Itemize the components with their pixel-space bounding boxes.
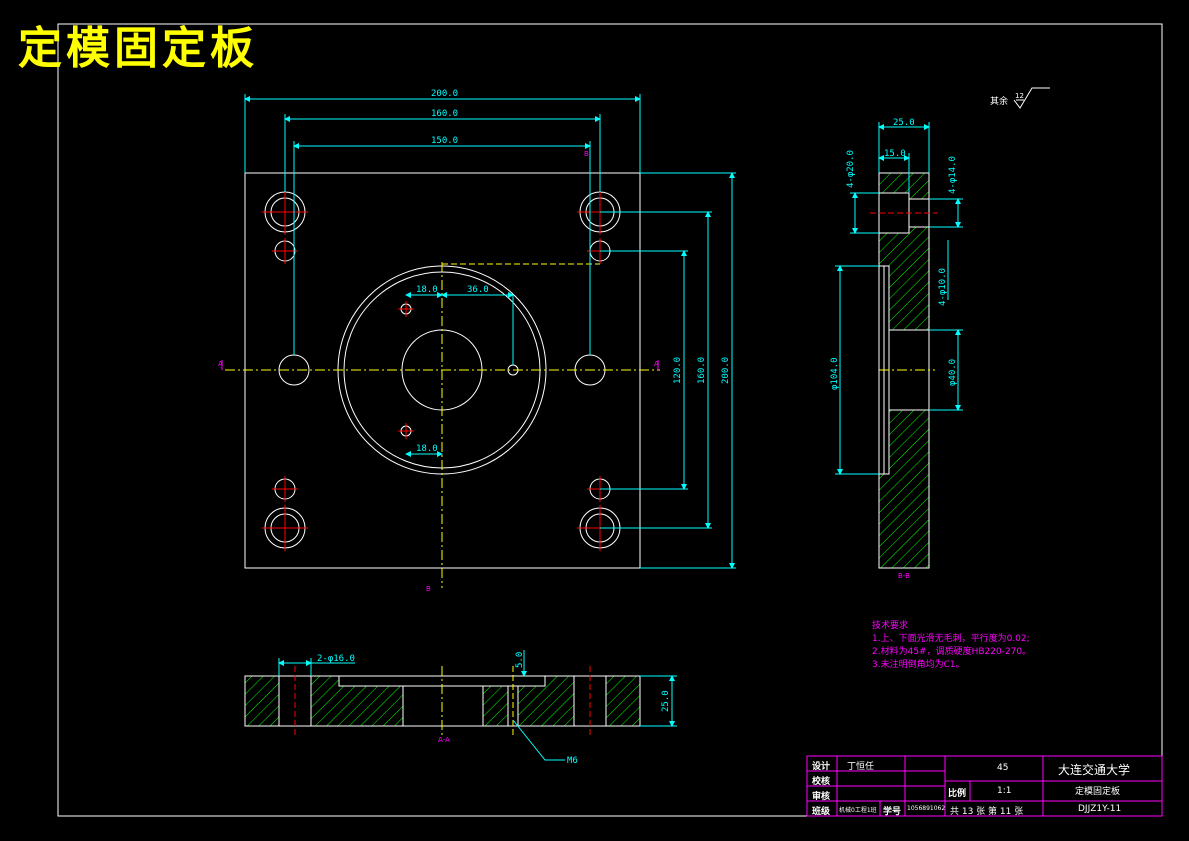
dim-phi104: φ104.0 — [830, 357, 840, 390]
svg-text:A: A — [218, 360, 223, 368]
dim-15: 15.0 — [884, 149, 906, 159]
section-markers: A A B B — [218, 150, 659, 593]
dim-4-phi10: 4-φ10.0 — [938, 268, 948, 306]
svg-text:B: B — [426, 585, 431, 593]
dim-150-width: 150.0 — [431, 136, 458, 146]
roughness-symbol: 其余 12 — [990, 87, 1050, 109]
top-view: 200.0 160.0 150.0 18.0 36.0 18.0 120.0 1… — [218, 89, 736, 593]
scale-label: 比例 — [948, 789, 967, 799]
side-view: 25.0 15.0 4-φ20.0 4-φ14.0 4-φ10.0 φ104.0… — [830, 118, 963, 580]
drawing-frame — [57, 23, 1163, 817]
dim-4-phi20: 4-φ20.0 — [846, 150, 856, 188]
scale-value: 1:1 — [997, 786, 1012, 796]
svg-text:其余: 其余 — [990, 95, 1008, 107]
id-value: 1056891062 — [907, 805, 946, 812]
sheet-count: 共 13 张 第 11 张 — [950, 807, 1024, 817]
design-label: 设计 — [812, 762, 831, 772]
svg-text:A: A — [654, 360, 659, 368]
dim-200-height: 200.0 — [721, 357, 731, 384]
dim-25-bottom: 25.0 — [661, 690, 671, 712]
drawing-number: DJJZ1Y-11 — [1078, 804, 1122, 814]
tech-heading: 技术要求 — [872, 621, 909, 631]
dim-18-top: 18.0 — [416, 285, 438, 295]
side-view-dim-texts: 25.0 15.0 4-φ20.0 4-φ14.0 4-φ10.0 φ104.0… — [830, 118, 958, 390]
tech-item-2: 2.材料为45#，调质硬度HB220-270。 — [872, 647, 1032, 657]
dim-160-width: 160.0 — [431, 109, 458, 119]
dim-18-bottom: 18.0 — [416, 444, 438, 454]
bottom-view: 2-φ16.0 5.0 25.0 M6 A-A — [244, 650, 677, 766]
dim-4-phi14: 4-φ14.0 — [948, 156, 958, 194]
tech-item-1: 1.上、下面光滑无毛刺，平行度为0.02; — [872, 634, 1030, 644]
dim-160-height: 160.0 — [697, 357, 707, 384]
dim-5: 5.0 — [515, 652, 525, 668]
tech-item-3: 3.未注明倒角均为C1。 — [872, 660, 965, 670]
technical-requirements: 技术要求 1.上、下面光滑无毛刺，平行度为0.02; 2.材料为45#，调质硬度… — [872, 620, 1031, 672]
dim-120-height: 120.0 — [673, 357, 683, 384]
top-view-dim-texts: 200.0 160.0 150.0 18.0 36.0 18.0 120.0 1… — [416, 89, 731, 454]
check-label: 校核 — [812, 777, 831, 787]
university-name: 大连交通大学 — [1058, 763, 1131, 777]
title-block-grid — [806, 755, 1163, 817]
dim-25-side: 25.0 — [893, 118, 915, 128]
dim-phi40: φ40.0 — [948, 359, 958, 386]
svg-text:12: 12 — [1015, 92, 1024, 100]
class-label: 班级 — [812, 807, 831, 817]
dim-200-width: 200.0 — [431, 89, 458, 99]
part-name: 定模固定板 — [1075, 787, 1121, 797]
dim-2-phi16: 2-φ16.0 — [317, 654, 355, 664]
dim-36: 36.0 — [467, 285, 489, 295]
bottom-view-dim-texts: 2-φ16.0 5.0 25.0 M6 — [317, 652, 671, 766]
thread-m6: M6 — [567, 756, 578, 766]
section-label-bb: B-B — [898, 572, 910, 580]
svg-text:B: B — [584, 150, 589, 158]
material-value: 45 — [997, 763, 1009, 773]
id-label: 学号 — [883, 807, 902, 817]
section-label-aa: A-A — [438, 736, 450, 744]
top-view-dimensions — [244, 94, 736, 569]
bottom-view-dimensions — [278, 650, 677, 761]
designer-name: 丁恒任 — [847, 762, 875, 772]
review-label: 审核 — [812, 792, 831, 802]
class-value: 机械0工程1班 — [839, 807, 877, 814]
drawing-title: 定模固定板 — [18, 23, 258, 74]
side-view-dimensions — [835, 122, 963, 475]
